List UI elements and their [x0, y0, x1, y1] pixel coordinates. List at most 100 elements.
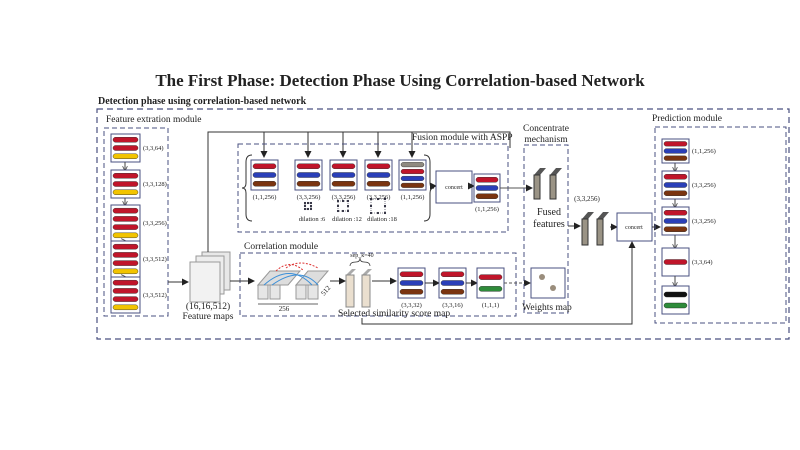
weights-map-label: Weights map	[522, 303, 572, 313]
bar-blue	[399, 280, 424, 286]
bar-red	[112, 181, 139, 187]
layer-block: (3,3,64)	[661, 247, 713, 277]
bar-red	[296, 163, 321, 169]
fused-features-layers	[533, 168, 562, 200]
layer-block: (3,3,32)	[397, 267, 426, 309]
bar-blue	[663, 182, 688, 188]
bar-red	[252, 163, 277, 169]
kernel-dot	[303, 201, 307, 205]
prediction-module-label: Prediction module	[652, 114, 722, 124]
dilation-label: dilation :18	[367, 216, 397, 223]
block-label: (3,3,512)	[143, 292, 167, 299]
correlation-depth-label: 512	[319, 284, 332, 298]
kernel-dot	[309, 204, 313, 208]
bar-blue	[366, 172, 391, 178]
bar-blue	[475, 185, 499, 191]
weights-map-box	[530, 267, 566, 299]
layer-block: (1,1,1)	[476, 267, 505, 309]
kernel-dot	[341, 209, 345, 213]
kernel-dot	[376, 211, 380, 215]
kernel-dot	[383, 197, 387, 201]
bar-red	[663, 210, 688, 216]
bar-brown	[331, 181, 356, 187]
bar-yellow	[112, 153, 139, 159]
block-label: (3,3,256)	[143, 220, 167, 227]
sep-label: sep_k=40	[350, 253, 373, 259]
bar-red	[112, 288, 139, 294]
block-label: (3,3,64)	[692, 259, 713, 266]
bar-red	[112, 243, 139, 250]
kernel-dot	[309, 201, 313, 205]
bar-brown	[399, 289, 424, 295]
bar-yellow	[112, 304, 139, 310]
dilation-label: dilation :6	[299, 216, 326, 223]
correlation-volumes	[256, 262, 330, 305]
dilation-kernel-icon	[337, 200, 349, 212]
dilation-kernel-icon	[370, 198, 386, 214]
layer-block: (3,3,256)	[110, 204, 167, 242]
bar-blue	[252, 172, 277, 178]
block-label: (3,3,256)	[332, 194, 356, 201]
kernel-dot	[376, 197, 380, 201]
layer-block: (1,1,256)	[398, 159, 427, 201]
concentrate-box	[523, 144, 569, 314]
bar-red	[663, 141, 688, 147]
kernel-dot	[346, 209, 350, 213]
fusion-concat-label: concert	[445, 185, 463, 191]
bar-red	[112, 173, 139, 179]
block-label: (3,3,128)	[143, 181, 167, 188]
layer-block: (3,3,16)	[438, 267, 467, 309]
layer-block: (3,3,256)	[661, 206, 716, 236]
kernel-dot	[336, 204, 340, 208]
bar-yellow	[112, 268, 139, 274]
kernel-dot	[336, 199, 340, 203]
kernel-dot	[369, 197, 373, 201]
bar-red	[478, 274, 503, 280]
feature-module-label: Feature extration module	[106, 115, 202, 125]
bar-red	[663, 259, 688, 265]
kernel-dot	[303, 207, 307, 211]
kernel-dot	[309, 207, 313, 211]
layer-block: (3,3,512)	[110, 240, 167, 278]
bar-blue	[663, 218, 688, 224]
bar-blue	[296, 172, 321, 178]
bar-red	[112, 145, 139, 151]
feature-maps-stack	[189, 251, 231, 303]
bar-red	[366, 163, 391, 169]
bar-red	[331, 163, 356, 169]
bar-red	[440, 271, 465, 277]
bar-red	[112, 252, 139, 258]
score-map-label: Selected similarity score map	[338, 309, 450, 319]
block-label: (1,1,1)	[482, 302, 499, 309]
bar-red	[475, 177, 499, 183]
layer-block: (1,1,256)	[250, 159, 279, 201]
concentrate-label-2: mechanism	[524, 135, 568, 145]
bar-red	[112, 216, 139, 222]
final-concat-label: concert	[625, 225, 643, 231]
layer-block: (3,3,256)	[294, 159, 323, 201]
dilation-label: dilation :12	[332, 216, 362, 223]
fused-label-2: features	[533, 219, 565, 230]
weights-blob-icon	[550, 285, 556, 291]
bar-green	[478, 286, 503, 292]
concentrate-label-1: Concentrate	[523, 124, 569, 134]
bar-yellow	[112, 189, 139, 195]
bar-brown	[400, 182, 425, 188]
bar-red	[400, 169, 425, 175]
correlation-module-label: Correlation module	[244, 242, 318, 252]
bar-red	[112, 296, 139, 302]
bar-brown	[296, 181, 321, 187]
bar-red	[112, 260, 139, 266]
prediction-module-box	[654, 126, 787, 324]
connector-to-fusion	[207, 131, 511, 252]
feature-module-box	[103, 127, 169, 317]
kernel-dot	[346, 199, 350, 203]
diagram-title: The First Phase: Detection Phase Using C…	[155, 71, 645, 90]
layer-block: (3,3,256)	[364, 159, 393, 201]
separable-layers	[345, 269, 372, 308]
layer-block: (3,3,256)	[661, 170, 716, 200]
block-label: (3,3,256)	[692, 218, 716, 225]
block-frame	[661, 285, 690, 315]
kernel-dot	[369, 211, 373, 215]
